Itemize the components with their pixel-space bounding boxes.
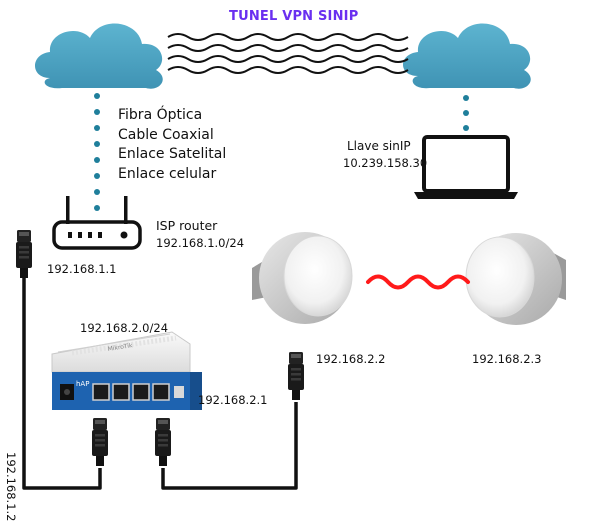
network-diagram: MikroTik hAP [16,23,566,490]
ethernet-cables [22,278,298,490]
wireless-link-wave [366,274,470,290]
laptop-link-dots [463,95,469,131]
link-type-item: Enlace celular [118,165,217,182]
isp-router-ip-label: 192.168.1.1 [47,262,117,276]
link-type-item: Fibra Óptica [118,107,203,123]
isp-router-icon [52,196,142,250]
svg-text:hAP: hAP [76,380,89,388]
radio-right-ip-label: 192.168.2.3 [472,352,542,366]
internet-link-types: Fibra Óptica Cable Coaxial Enlace Sateli… [118,106,226,184]
vpn-tunnel-waves [167,33,409,74]
diagram-title: TUNEL VPN SINIP [229,9,359,24]
svg-text:MikroTik: MikroTik [107,342,133,353]
internet-link-dots [94,93,100,211]
link-type-item: Cable Coaxial [118,126,214,143]
hap-lan-ip-label: 192.168.2.1 [198,393,268,407]
isp-router-name-label: ISP router [156,218,218,233]
wireless-radio-right-icon [465,233,566,325]
laptop-name-label: Llave sinIP [347,139,411,153]
hap-network-label: 192.168.2.0/24 [80,321,169,335]
laptop-ip-label: 10.239.158.30 [343,156,428,170]
radio-left-ip-label: 192.168.2.2 [316,352,386,366]
wireless-radio-left-icon [252,232,353,324]
internet-cloud-left-icon [35,23,163,89]
isp-router-network-label: 192.168.1.0/24 [156,236,245,250]
hap-wan-ip-label: 192.168.1.2 [4,452,18,522]
link-type-item: Enlace Satelital [118,146,227,162]
internet-cloud-right-icon [403,23,531,89]
laptop-icon [414,135,518,199]
mikrotik-hap-icon: MikroTik hAP [51,331,202,410]
